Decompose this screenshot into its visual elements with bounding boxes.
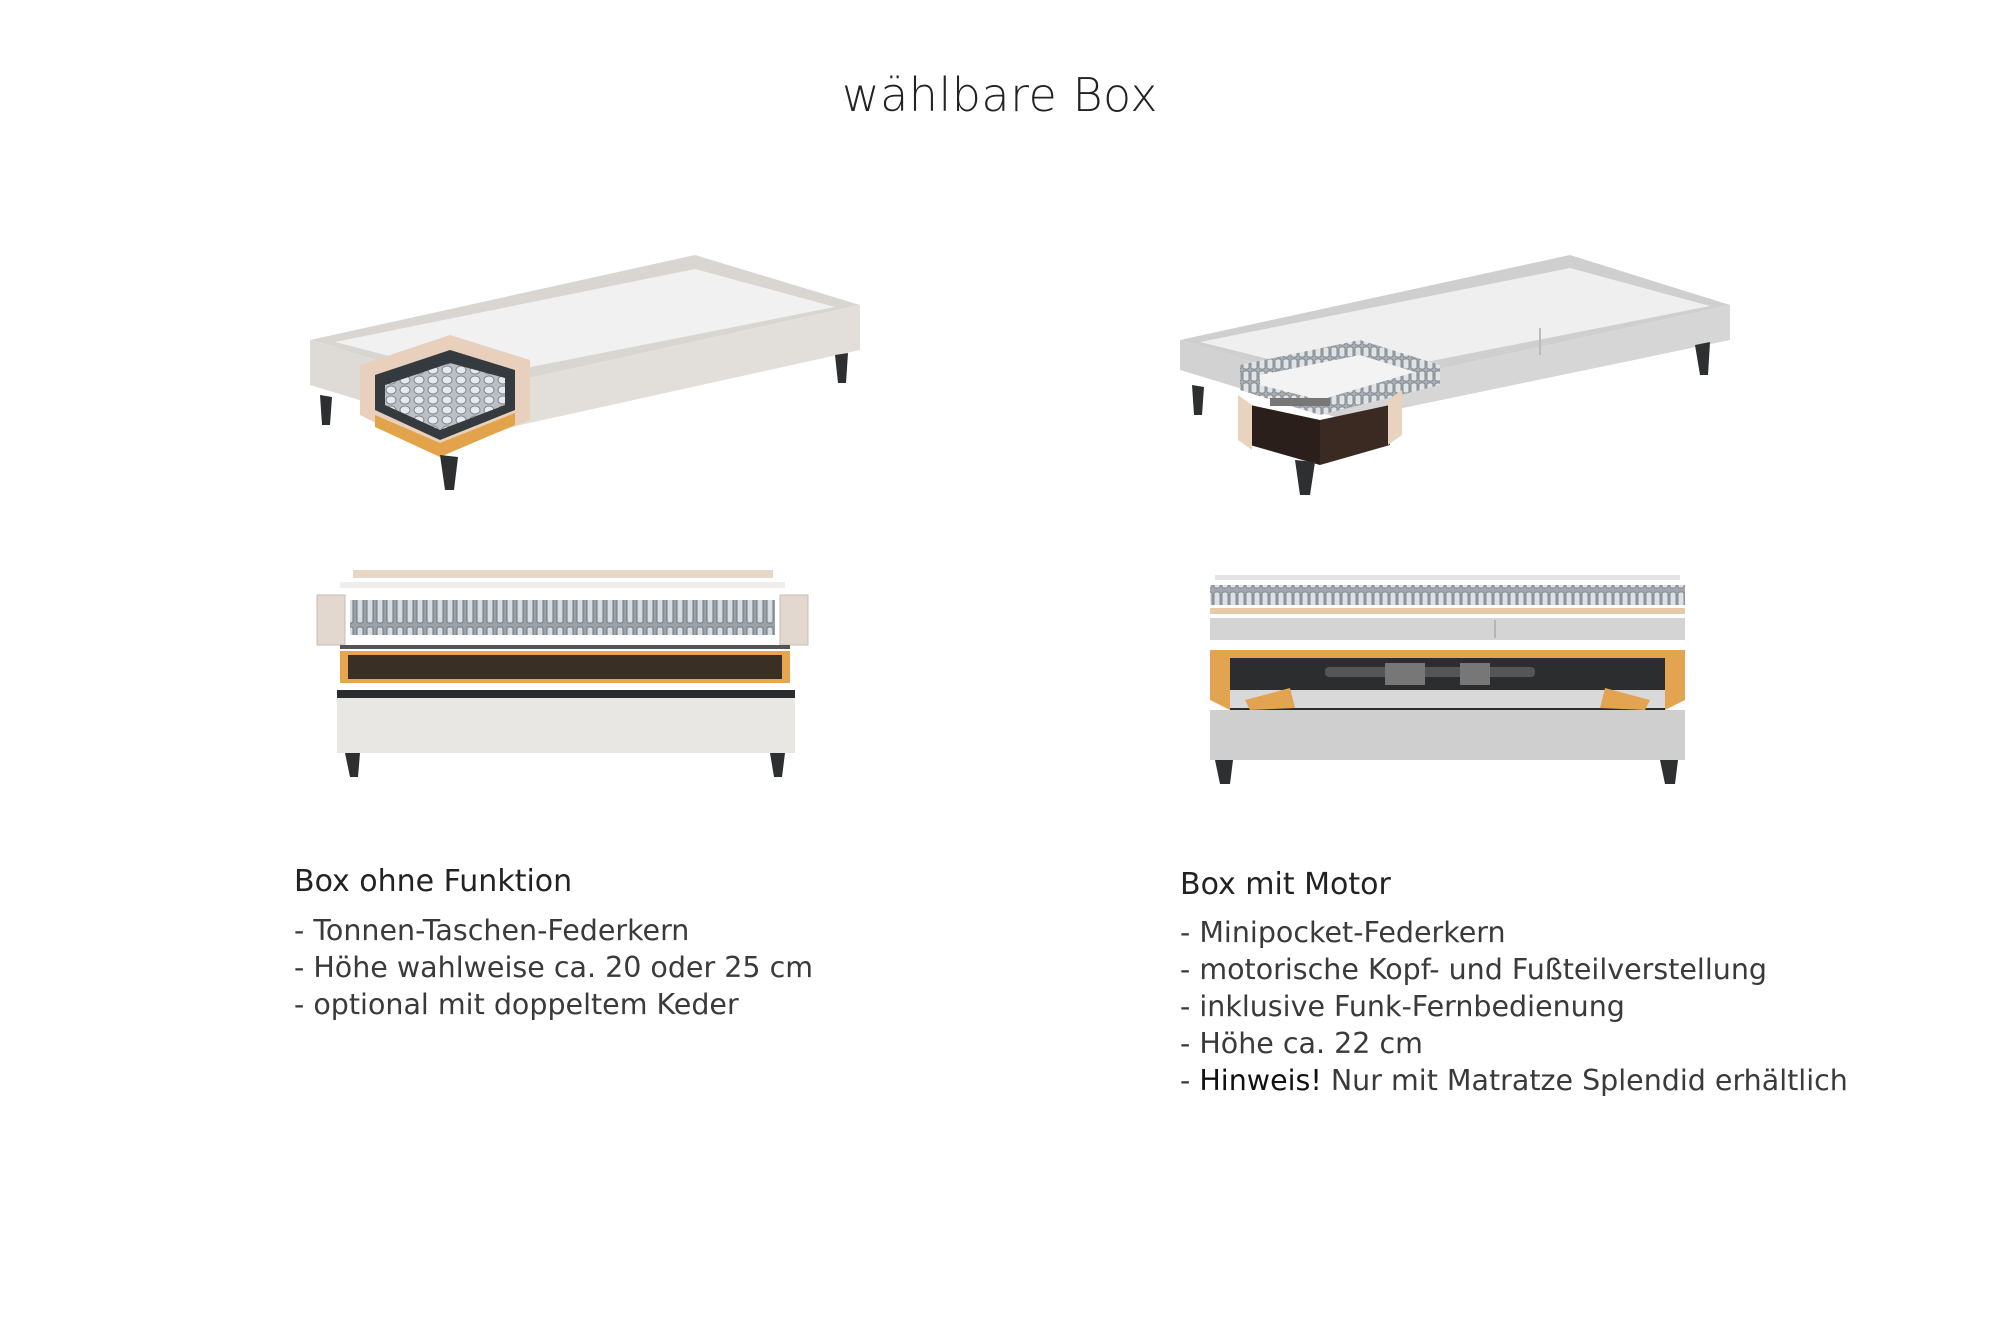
list-item: - inklusive Funk-Fernbedienung bbox=[1180, 990, 1625, 1023]
list-item: - Höhe ca. 22 cm bbox=[1180, 1027, 1423, 1060]
page-title: wählbare Box bbox=[841, 68, 1159, 122]
list-item: - Tonnen-Taschen-Federkern bbox=[294, 914, 690, 947]
note-text: Nur mit Matratze Splendid erhältlich bbox=[1321, 1064, 1848, 1097]
box-mit-motor-exploded-image bbox=[1210, 575, 1685, 784]
note-label: Hinweis! bbox=[1199, 1064, 1322, 1097]
note-item: - Hinweis! Nur mit Matratze Splendid erh… bbox=[1180, 1062, 1848, 1099]
list-item: - Höhe wahlweise ca. 20 oder 25 cm bbox=[294, 951, 813, 984]
note-prefix: - bbox=[1180, 1064, 1200, 1097]
list-item: - motorische Kopf- und Fußteilverstellun… bbox=[1180, 953, 1767, 986]
box-ohne-funktion-cutaway-image bbox=[310, 255, 860, 490]
list-item: - Minipocket-Federkern bbox=[1180, 916, 1506, 949]
box-mit-motor-cutaway-image bbox=[1180, 255, 1730, 495]
list-item: - optional mit doppeltem Keder bbox=[294, 988, 739, 1021]
box-ohne-funktion-exploded-image bbox=[316, 570, 809, 777]
box-mit-motor-title: Box mit Motor bbox=[1180, 867, 1391, 902]
box-mit-motor-features: - Minipocket-Federkern - motorische Kopf… bbox=[1180, 914, 1848, 1099]
box-ohne-funktion-features: - Tonnen-Taschen-Federkern - Höhe wahlwe… bbox=[294, 912, 813, 1023]
box-ohne-funktion-title: Box ohne Funktion bbox=[294, 864, 573, 899]
